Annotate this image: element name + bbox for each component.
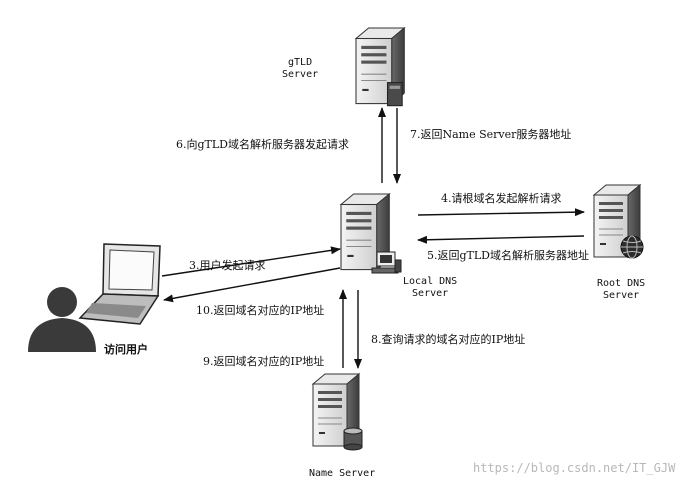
gtld-server-label: gTLD Server <box>282 57 319 80</box>
step-10-label: 10.返回域名对应的IP地址 <box>196 304 325 317</box>
user-icon <box>28 287 96 352</box>
step-7-label: 7.返回Name Server服务器地址 <box>410 128 572 141</box>
watermark: https://blog.csdn.net/IT_GJW <box>473 461 676 475</box>
globe-icon <box>620 235 644 259</box>
step-5-label: 5.返回gTLD域名解析服务器地址 <box>427 249 589 262</box>
database-icon <box>343 427 363 451</box>
step-8-label: 8.查询请求的域名对应的IP地址 <box>371 333 526 346</box>
gtld-server-icon <box>355 27 405 107</box>
root-dns-server-label: Root DNS Server <box>597 278 646 301</box>
laptop-icon <box>78 243 161 325</box>
step-4-label: 4.请根域名发起解析请求 <box>441 192 562 205</box>
step-3-label: 3.用户发起请求 <box>189 259 266 272</box>
user-label: 访问用户 <box>104 343 148 356</box>
step-9-label: 9.返回域名对应的IP地址 <box>203 355 325 368</box>
name-server-label: Name Server <box>309 468 376 479</box>
step-6-label: 6.向gTLD域名解析服务器发起请求 <box>176 138 349 151</box>
arrow-step-3 <box>161 246 341 277</box>
workstation-icon <box>371 251 402 274</box>
arrow-step-5 <box>417 235 585 244</box>
local-dns-server-label: Local DNS Server <box>403 276 458 299</box>
arrow-step-10 <box>163 267 341 303</box>
arrow-step-4 <box>417 208 585 217</box>
